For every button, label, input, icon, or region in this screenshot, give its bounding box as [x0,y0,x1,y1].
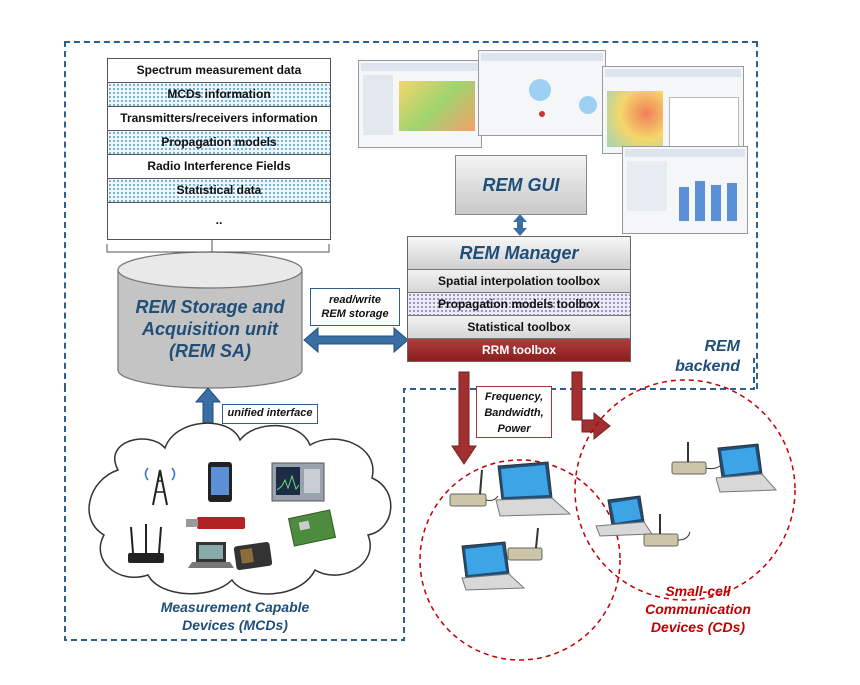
gui-screenshot-chart [622,146,748,234]
tool-rrm: RRM toolbox [408,339,630,361]
mcd-label: Measurement Capable Devices (MCDs) [120,598,350,634]
usb-dongle-icon [186,517,245,529]
wifi-router-icon [449,469,499,507]
rem-sa-line1: REM Storage and [135,297,285,317]
wifi-router-icon [128,524,164,563]
rem-backend-line1: REM [704,338,740,355]
read-write-line1: read/write [329,294,381,306]
unified-interface-label: unified interface [222,404,318,424]
mcd-line2: Devices (MCDs) [182,617,288,633]
data-row-transmitters: Transmitters/receivers information [108,107,330,131]
data-row-interference: Radio Interference Fields [108,155,330,179]
rem-gui-box: REM GUI [455,155,587,215]
tool-spatial-interpolation: Spatial interpolation toolbox [408,270,630,293]
data-row-mcds: MCDs information [108,83,330,107]
laptop-icon [595,495,653,537]
smartphone-icon [208,462,232,502]
rem-data-list: Spectrum measurement data MCDs informati… [107,58,331,240]
cell-tower-icon [144,467,176,506]
gui-screenshot-heatmap [602,66,744,154]
rem-manager-box: REM Manager Spatial interpolation toolbo… [407,236,631,362]
cd-circle-right [574,379,796,601]
laptop-icon [715,443,778,493]
rem-backend-line2: backend [675,358,740,375]
cd-circle-left [419,459,621,661]
rem-sa-cylinder [117,251,303,389]
read-write-label: read/write REM storage [310,288,400,326]
control-param-bandwidth: Bandwidth, [484,407,544,419]
control-param-power: Power [497,423,531,435]
tool-propagation-models: Propagation models toolbox [408,293,630,316]
circuit-board-icon [287,509,337,547]
data-row-spectrum: Spectrum measurement data [108,59,330,83]
rem-sa-line2: Acquisition unit [142,319,278,339]
rem-manager-title: REM Manager [408,237,630,270]
cd-line2: Communication [645,601,751,617]
gui-screenshot-network [478,50,606,136]
cd-label: Small-cell Communication Devices (CDs) [618,582,778,636]
sensor-board-icon [233,541,273,571]
control-params-label: Frequency, Bandwidth, Power [476,386,552,438]
data-row-ellipsis: .. [215,213,223,227]
gui-screenshot-map [358,60,482,148]
rem-backend-region [64,41,758,389]
wifi-router-icon [643,514,691,547]
cd-line1: Small-cell [665,583,731,599]
rem-backend-label: REM backend [660,337,740,377]
data-row-propagation: Propagation models [108,131,330,155]
wifi-router-icon [671,442,721,475]
control-param-frequency: Frequency, [484,391,544,403]
spectrum-analyzer-icon [271,462,325,502]
laptop-icon [495,461,572,517]
rem-sa-label: REM Storage and Acquisition unit (REM SA… [118,296,302,362]
laptop-icon [188,542,234,568]
read-write-line2: REM storage [321,308,389,320]
rem-sa-line3: (REM SA) [169,341,251,361]
data-row-statistical: Statistical data [108,179,330,203]
mcd-line1: Measurement Capable [160,599,310,615]
tool-statistical: Statistical toolbox [408,316,630,339]
wifi-router-icon [507,527,543,561]
cd-line3: Devices (CDs) [650,619,746,635]
laptop-icon [461,541,526,591]
